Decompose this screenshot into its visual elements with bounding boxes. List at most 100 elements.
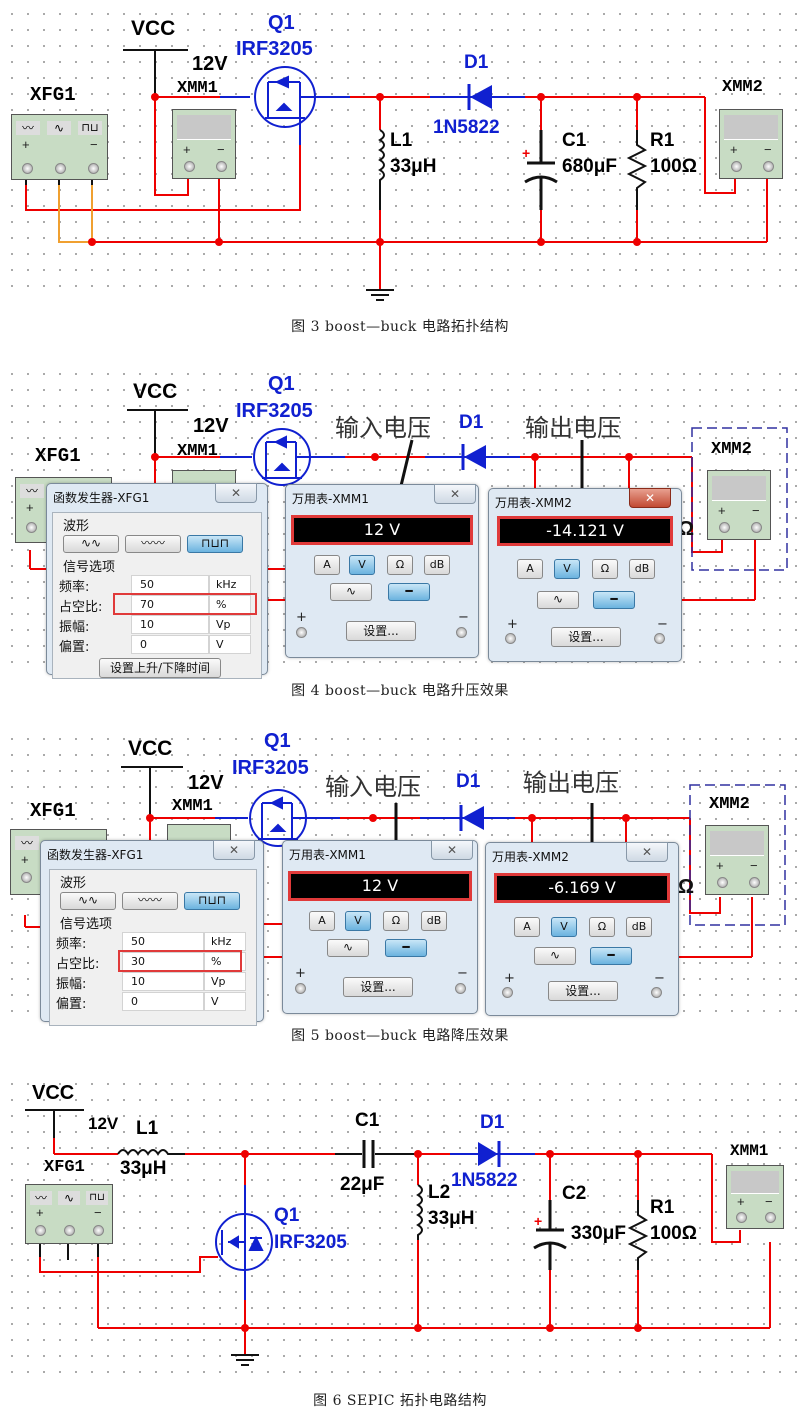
multimeter-xmm2[interactable]: + − — [719, 109, 783, 179]
plus-label: + — [504, 971, 515, 986]
resistor-r1-symbol — [626, 130, 648, 210]
mode-volt-button[interactable]: V — [349, 555, 375, 575]
positive-terminal-icon[interactable] — [502, 987, 513, 998]
duty-cycle-highlight — [113, 593, 257, 615]
settings-button[interactable]: 设置... — [548, 981, 618, 1001]
dc-button[interactable]: ━ — [593, 591, 635, 609]
minus-label: − — [90, 137, 98, 152]
terminal-icon[interactable] — [765, 1212, 776, 1223]
dc-button[interactable]: ━ — [388, 583, 430, 601]
minus-label: − — [654, 971, 665, 986]
frequency-input[interactable]: 50 — [122, 932, 204, 951]
square-wave-button[interactable]: ⊓⊔⊓ — [184, 892, 240, 910]
offset-input[interactable]: 0 — [131, 635, 209, 654]
mode-db-button[interactable]: dB — [424, 555, 450, 575]
amplitude-unit[interactable]: Vp — [204, 972, 246, 991]
mode-ampere-button[interactable]: A — [309, 911, 335, 931]
frequency-unit[interactable]: kHz — [209, 575, 251, 594]
mode-ampere-button[interactable]: A — [514, 917, 540, 937]
offset-input[interactable]: 0 — [122, 992, 204, 1011]
multimeter-xmm1[interactable]: + − — [726, 1165, 784, 1229]
mode-volt-button[interactable]: V — [345, 911, 371, 931]
multimeter-xmm2[interactable]: + − — [705, 825, 769, 895]
close-button[interactable]: ✕ — [215, 483, 257, 503]
dialog-body: 波形 ∿∿ 〰〰 ⊓⊔⊓ 信号选项 频率: 50 kHz 占空比: 30 % 振… — [49, 869, 257, 1026]
close-button[interactable]: ✕ — [629, 488, 671, 508]
dc-button[interactable]: ━ — [385, 939, 427, 957]
terminal-icon[interactable] — [763, 161, 774, 172]
terminal-icon[interactable] — [21, 872, 32, 883]
mode-db-button[interactable]: dB — [421, 911, 447, 931]
close-button[interactable]: ✕ — [431, 840, 473, 860]
terminal-icon[interactable] — [751, 522, 762, 533]
field-label: 频率: — [59, 580, 90, 595]
terminal-icon[interactable] — [26, 522, 37, 533]
terminal-icon[interactable] — [736, 1212, 747, 1223]
close-button[interactable]: ✕ — [434, 484, 476, 504]
sine-wave-button[interactable]: ∿∿ — [60, 892, 116, 910]
mode-ohm-button[interactable]: Ω — [592, 559, 618, 579]
negative-terminal-icon[interactable] — [651, 987, 662, 998]
positive-terminal-icon[interactable] — [505, 633, 516, 644]
duty-cycle-unit[interactable]: % — [209, 595, 251, 614]
ac-button[interactable]: ∿ — [330, 583, 372, 601]
terminal-icon[interactable] — [35, 1225, 46, 1236]
rise-fall-time-button[interactable]: 设置上升/下降时间 — [99, 658, 221, 678]
amplitude-input[interactable]: 10 — [122, 972, 204, 991]
settings-button[interactable]: 设置... — [343, 977, 413, 997]
sine-wave-button[interactable]: ∿∿ — [63, 535, 119, 553]
amplitude-row: 振幅: 10 Vp — [50, 972, 256, 992]
terminal-icon[interactable] — [88, 163, 99, 174]
offset-unit[interactable]: V — [204, 992, 246, 1011]
terminal-icon[interactable] — [216, 161, 227, 172]
mode-ohm-button[interactable]: Ω — [383, 911, 409, 931]
output-voltage-annotation: 输出电压 — [523, 769, 619, 797]
terminal-icon[interactable] — [22, 163, 33, 174]
negative-terminal-icon[interactable] — [654, 633, 665, 644]
terminal-icon[interactable] — [55, 163, 66, 174]
frequency-input[interactable]: 50 — [131, 575, 209, 594]
mode-db-button[interactable]: dB — [626, 917, 652, 937]
amplitude-unit[interactable]: Vp — [209, 615, 251, 634]
positive-terminal-icon[interactable] — [296, 627, 307, 638]
positive-terminal-icon[interactable] — [295, 983, 306, 994]
settings-button[interactable]: 设置... — [551, 627, 621, 647]
ac-button[interactable]: ∿ — [534, 947, 576, 965]
settings-button[interactable]: 设置... — [346, 621, 416, 641]
terminal-icon[interactable] — [719, 522, 730, 533]
terminal-icon[interactable] — [749, 877, 760, 888]
triangle-wave-button[interactable]: 〰〰 — [125, 535, 181, 553]
terminal-icon[interactable] — [184, 161, 195, 172]
mode-ohm-button[interactable]: Ω — [589, 917, 615, 937]
close-button[interactable]: ✕ — [626, 842, 668, 862]
terminal-icon[interactable] — [717, 877, 728, 888]
function-generator-xfg1[interactable]: 〰 ∿ ⊓⊔ + − — [25, 1184, 113, 1244]
mode-ohm-button[interactable]: Ω — [387, 555, 413, 575]
mode-ampere-button[interactable]: A — [517, 559, 543, 579]
ac-button[interactable]: ∿ — [537, 591, 579, 609]
mode-ampere-button[interactable]: A — [314, 555, 340, 575]
terminal-icon[interactable] — [93, 1225, 104, 1236]
ac-button[interactable]: ∿ — [327, 939, 369, 957]
mode-volt-button[interactable]: V — [551, 917, 577, 937]
c1-value-label: 680μF — [562, 156, 617, 177]
figure-6: + 〰 ∿ ⊓⊔ + − + − VCC 12V L1 33μH XFG1 C1… — [0, 1070, 800, 1413]
triangle-wave-button[interactable]: 〰〰 — [122, 892, 178, 910]
minus-label: − — [657, 617, 668, 632]
negative-terminal-icon[interactable] — [455, 983, 466, 994]
close-button[interactable]: ✕ — [213, 840, 255, 860]
mode-db-button[interactable]: dB — [629, 559, 655, 579]
amplitude-input[interactable]: 10 — [131, 615, 209, 634]
frequency-unit[interactable]: kHz — [204, 932, 246, 951]
offset-unit[interactable]: V — [209, 635, 251, 654]
terminal-icon[interactable] — [731, 161, 742, 172]
multimeter-xmm2[interactable]: + − — [707, 470, 771, 540]
mode-volt-button[interactable]: V — [554, 559, 580, 579]
square-wave-button[interactable]: ⊓⊔⊓ — [187, 535, 243, 553]
terminal-icon[interactable] — [64, 1225, 75, 1236]
function-generator-xfg1[interactable]: 〰 ∿ ⊓⊔ + − — [11, 114, 108, 180]
dc-button[interactable]: ━ — [590, 947, 632, 965]
negative-terminal-icon[interactable] — [456, 627, 467, 638]
selection-box — [689, 784, 786, 926]
multimeter-xmm1[interactable]: + − — [172, 109, 236, 179]
